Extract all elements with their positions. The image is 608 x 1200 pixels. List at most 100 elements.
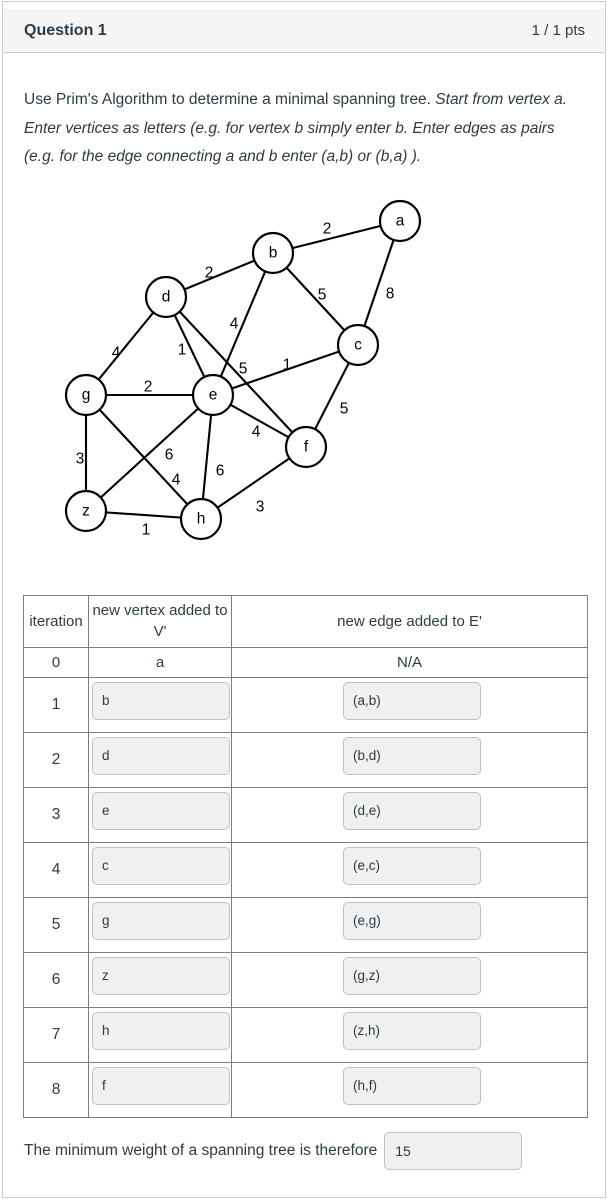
edge-cell-0: N/A (231, 646, 588, 678)
graph-vertex-z (64, 489, 108, 532)
graph-edge-b-e (212, 252, 274, 395)
table-row-1: 1 (23, 676, 588, 733)
graph-edge-weight-b-c: 5 (318, 286, 327, 303)
graph-edge-weight-e-f: 4 (252, 423, 261, 440)
vertex-cell-8 (88, 1061, 232, 1118)
edge-input-4[interactable] (343, 846, 481, 885)
edge-cell-3 (231, 786, 588, 843)
instructions-lead: Use Prim's Algorithm to determine a mini… (24, 91, 436, 108)
graph-edge-a-b (272, 219, 401, 254)
edge-cell-6 (231, 951, 588, 1008)
table-row-6: 6 (23, 951, 588, 1008)
iteration-cell-7: 7 (23, 1006, 89, 1063)
edge-input-2[interactable] (343, 736, 481, 775)
graph-edge-weight-a-c: 8 (386, 285, 395, 302)
table-header-row: iteration new vertex added to V' new edg… (23, 594, 588, 648)
graph-edge-weight-e-g: 2 (144, 378, 153, 395)
iteration-cell-1: 1 (23, 676, 89, 733)
answer-table: iteration new vertex added to V' new edg… (23, 594, 588, 1118)
edge-input-5[interactable] (343, 901, 481, 940)
iteration-cell-5: 5 (23, 896, 89, 953)
vertex-input-5[interactable] (92, 901, 230, 940)
graph-vertex-label-a: a (396, 212, 405, 229)
graph-vertex-b (251, 231, 295, 274)
vertex-cell-0: a (88, 646, 232, 678)
vertex-cell-1 (88, 676, 232, 733)
graph-vertex-c (336, 323, 380, 366)
vertex-cell-7 (88, 1006, 232, 1063)
graph-vertex-a (378, 199, 422, 242)
table-row-0: 0 a N/A (23, 646, 588, 678)
graph-edge-weight-d-g: 4 (112, 344, 121, 361)
edge-cell-7 (231, 1006, 588, 1063)
vertex-cell-3 (88, 786, 232, 843)
instructions-emphasis: Start from vertex a. Enter vertices as l… (24, 91, 568, 165)
edge-cell-4 (231, 841, 588, 898)
graph-edge-weight-z-h: 1 (142, 521, 151, 538)
graph-edge-weight-e-h: 6 (216, 462, 225, 479)
iteration-cell-0: 0 (23, 646, 89, 678)
edge-cell-8 (231, 1061, 588, 1118)
graph-edge-weight-b-d: 2 (205, 264, 214, 281)
graph-edge-e-z (85, 393, 214, 512)
graph-edge-weight-d-e: 1 (178, 341, 187, 358)
graph-vertex-label-e: e (209, 386, 218, 403)
graph-vertex-label-g: g (82, 386, 91, 403)
graph-vertex-h (179, 497, 223, 540)
graph-edge-h-f (200, 445, 307, 520)
header-new-vertex: new vertex added to V' (88, 594, 232, 648)
vertex-cell-6 (88, 951, 232, 1008)
graph-vertex-label-d: d (162, 288, 171, 305)
graph-vertex-label-c: c (354, 336, 362, 353)
edge-input-3[interactable] (343, 791, 481, 830)
vertex-cell-5 (88, 896, 232, 953)
edge-input-1[interactable] (343, 681, 481, 720)
graph-edge-weight-a-b: 2 (323, 220, 332, 237)
header-new-edge: new edge added to E' (231, 594, 588, 648)
vertex-cell-2 (88, 731, 232, 788)
table-row-3: 3 (23, 786, 588, 843)
graph-vertex-label-z: z (82, 502, 90, 519)
vertex-input-1[interactable] (92, 681, 230, 720)
edge-input-8[interactable] (343, 1066, 481, 1105)
graph-edge-weight-g-h: 4 (172, 471, 181, 488)
edge-cell-5 (231, 896, 588, 953)
iteration-cell-8: 8 (23, 1061, 89, 1118)
graph-edge-weight-d-f: 5 (239, 360, 248, 377)
footer-text: The minimum weight of a spanning tree is… (24, 1141, 378, 1159)
graph-vertex-f (284, 425, 328, 468)
graph-vertex-d (144, 275, 188, 318)
table-row-2: 2 (23, 731, 588, 788)
total-weight-input[interactable] (384, 1131, 523, 1170)
graph-edge-weight-b-e: 4 (230, 315, 239, 332)
footer-line: The minimum weight of a spanning tree is… (24, 1131, 605, 1170)
graph-edge-weight-g-z: 3 (76, 450, 85, 467)
table-row-7: 7 (23, 1006, 588, 1063)
edge-input-7[interactable] (343, 1011, 481, 1050)
vertex-input-6[interactable] (92, 956, 230, 995)
iteration-cell-6: 6 (23, 951, 89, 1008)
graph-edge-g-h (85, 393, 202, 520)
vertex-input-2[interactable] (92, 736, 230, 775)
vertex-input-3[interactable] (92, 791, 230, 830)
graph-edge-weight-c-e: 1 (283, 356, 292, 373)
edge-cell-2 (231, 731, 588, 788)
iteration-cell-4: 4 (23, 841, 89, 898)
edge-input-6[interactable] (343, 956, 481, 995)
vertex-input-7[interactable] (92, 1011, 230, 1050)
graph-vertex-g (64, 373, 108, 416)
question-title: Question 1 (24, 21, 107, 39)
graph-vertex-label-f: f (304, 438, 309, 455)
graph-vertex-label-b: b (269, 244, 278, 261)
edge-cell-1 (231, 676, 588, 733)
vertex-input-8[interactable] (92, 1066, 230, 1105)
iteration-cell-2: 2 (23, 731, 89, 788)
graph-edge-weight-h-f: 3 (256, 498, 265, 515)
table-row-4: 4 (23, 841, 588, 898)
graph-vertex-label-h: h (197, 510, 206, 527)
graph-edge-d-f (165, 295, 307, 448)
graph-edge-weight-c-f: 5 (340, 400, 349, 417)
vertex-input-4[interactable] (92, 846, 230, 885)
